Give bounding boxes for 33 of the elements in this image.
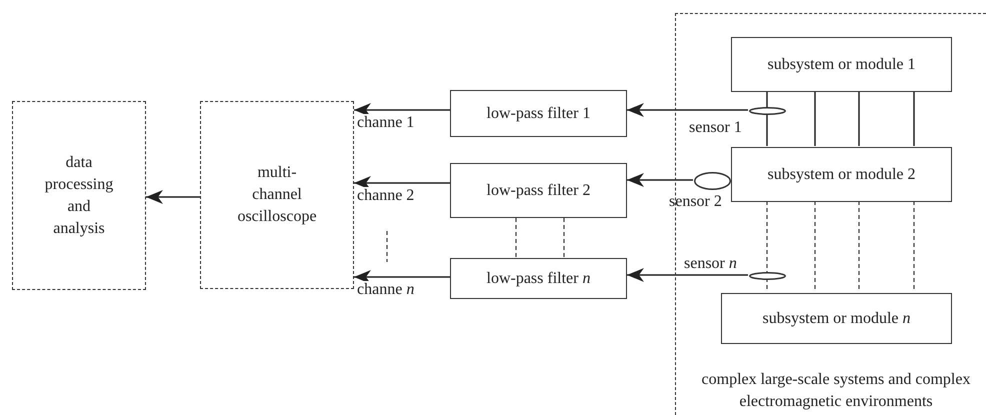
sensor-ellipse [749, 107, 786, 115]
arrow [146, 190, 200, 204]
sensor-label: sensor n [684, 254, 737, 274]
arrow [627, 173, 693, 187]
process-box [721, 293, 952, 344]
process-box [450, 163, 627, 218]
dashed-block [12, 101, 146, 290]
sensor-label: sensor 2 [669, 192, 722, 212]
arrow [354, 103, 450, 117]
connector-line [913, 91, 915, 146]
connector-line [858, 91, 860, 146]
box-label: low-pass filter 2 [486, 180, 590, 200]
arrow [354, 176, 450, 190]
sensor-ellipse [749, 272, 786, 280]
box-label: subsystem or module n [762, 308, 910, 328]
caption-text: complex large-scale systems and complex electromagnetic environments [700, 370, 972, 412]
arrow [627, 103, 748, 117]
connector-line [814, 91, 816, 146]
arrow [627, 268, 748, 282]
process-box [731, 37, 952, 92]
box-label: data processing and analysis [44, 152, 114, 238]
sensor-label: sensor 1 [689, 118, 742, 138]
process-box [731, 147, 952, 202]
sensor-ellipse [694, 172, 731, 190]
arrow [354, 270, 450, 284]
box-label: multi-channel oscilloscope [237, 163, 317, 227]
box-label: low-pass filter 1 [486, 104, 590, 124]
process-box [450, 258, 627, 299]
box-label: low-pass filter n [486, 268, 590, 288]
box-label: subsystem or module 1 [768, 54, 916, 74]
process-box [450, 90, 627, 137]
box-label: subsystem or module 2 [768, 164, 916, 184]
dashed-block [200, 101, 354, 289]
